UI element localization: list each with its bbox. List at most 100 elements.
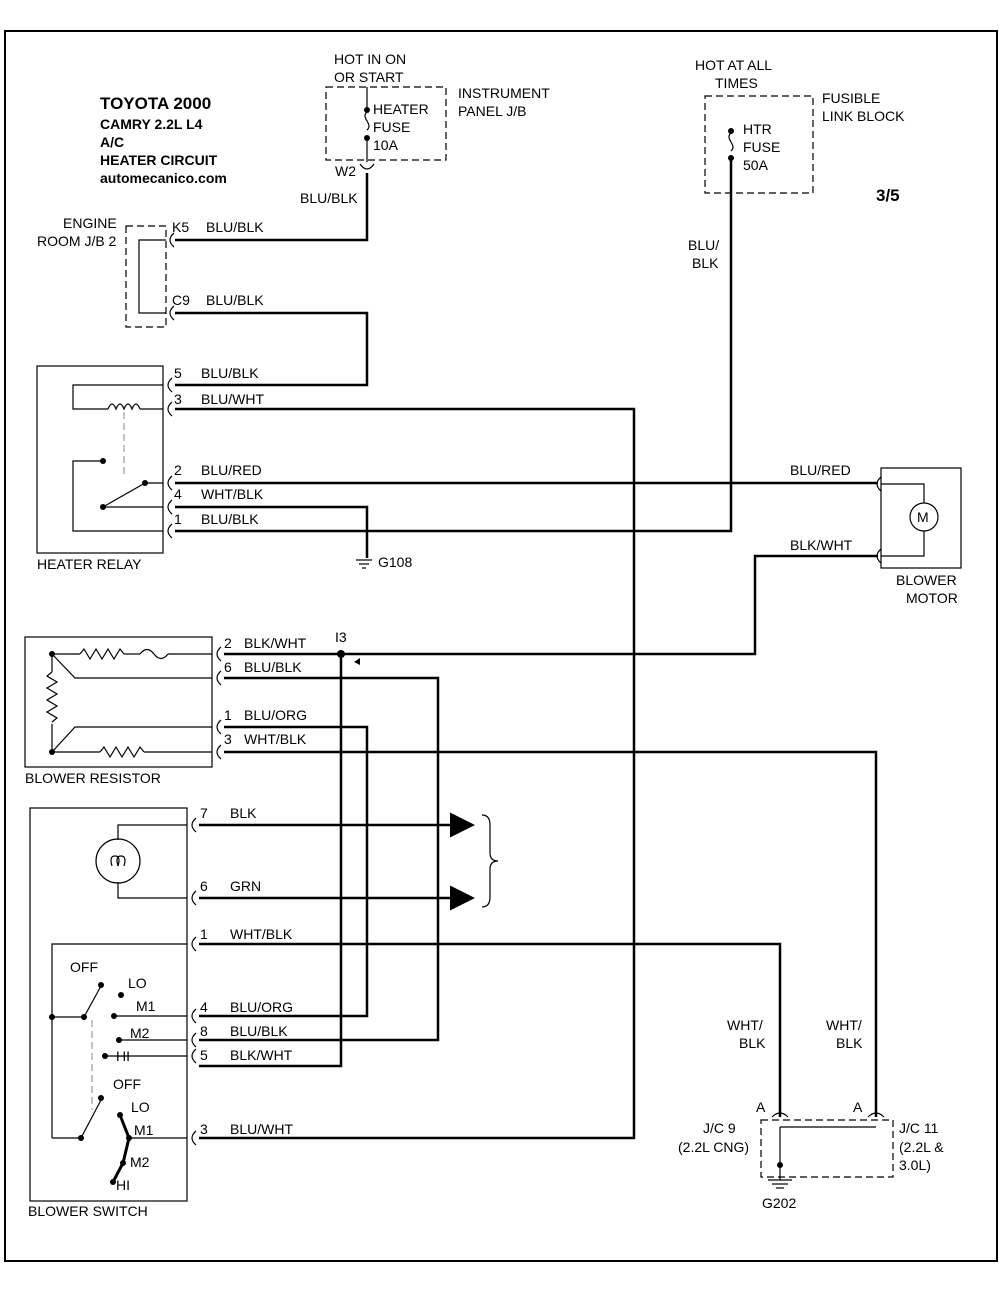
pin-k5: K5 (172, 219, 189, 235)
blower-switch: BLOWER SWITCH OFF LO M1 M2 HI (28, 805, 499, 1219)
pin: 4 (174, 486, 182, 502)
wire-resistor3-jc11 (224, 750, 878, 1117)
wire: BLK/WHT (244, 635, 307, 651)
wire-label: BLU/BLK (300, 190, 358, 206)
wire-relay4-ground (175, 505, 369, 558)
fuse-label-3: 10A (373, 137, 399, 153)
pos-hi: HI (116, 1048, 130, 1064)
wire-switch1-jc9 (199, 942, 782, 1117)
pos-m1: M1 (134, 1122, 154, 1138)
wire: BLU/BLK (201, 365, 259, 381)
wire-left-2: BLK (739, 1035, 766, 1051)
wire: WHT/BLK (201, 486, 264, 502)
pin: 5 (174, 365, 182, 381)
jc11-label-3: 3.0L) (899, 1157, 931, 1173)
motor-label-2: MOTOR (906, 590, 958, 606)
wire-relay3-switch3 (175, 407, 636, 1140)
brace-icon (481, 814, 499, 908)
pos-m2: M2 (130, 1025, 150, 1041)
coil-icon (107, 403, 141, 411)
wire-right-2: BLK (836, 1035, 863, 1051)
fuse-label-1: HTR (743, 121, 772, 137)
pin: 2 (174, 462, 182, 478)
connector-icon (359, 163, 375, 170)
fuse-icon (364, 111, 370, 131)
fuse-label-2: FUSE (373, 119, 410, 135)
jb-label-1: ENGINE (63, 215, 117, 231)
wire-right-1: WHT/ (826, 1017, 862, 1033)
wire-label-1: BLU/ (688, 237, 719, 253)
hot-label-1: HOT AT ALL (695, 57, 772, 73)
wire-label-2: BLK (692, 255, 719, 271)
motor-symbol: M (917, 509, 929, 525)
wire-label-1: BLU/RED (790, 462, 851, 478)
jc9-label-2: (2.2L CNG) (678, 1139, 749, 1155)
thermal-fuse-icon (139, 648, 169, 660)
jc9-label-1: J/C 9 (703, 1120, 736, 1136)
pos-m1: M1 (136, 998, 156, 1014)
page-border (4, 30, 998, 1262)
fuse-label-2: FUSE (743, 139, 780, 155)
blower-resistor: BLOWER RESISTOR 2 BLK/WHT 6 BLU/BLK 1 BL… (24, 629, 360, 786)
relay-label: HEATER RELAY (37, 556, 142, 572)
ip-jb-label-1: INSTRUMENT (458, 85, 550, 101)
wires (175, 160, 878, 1140)
pin: 2 (224, 635, 232, 651)
wire: BLU/ORG (230, 999, 293, 1015)
wire: BLU/RED (201, 462, 262, 478)
switch-box (29, 807, 188, 1202)
ip-jb-label-2: PANEL J/B (458, 103, 526, 119)
title-line-1: TOYOTA 2000 (100, 94, 211, 113)
pin-a1: A (756, 1099, 766, 1115)
pin: 5 (200, 1047, 208, 1063)
title-line-3: A/C (100, 134, 124, 150)
jb-box (125, 225, 167, 328)
motor-box (880, 467, 962, 569)
jb-label-2: ROOM J/B 2 (37, 233, 117, 249)
wire: GRN (230, 878, 261, 894)
pos-hi: HI (116, 1177, 130, 1193)
pin: 7 (200, 805, 208, 821)
wire-motor-resistor2 (224, 554, 878, 656)
fuse-label-3: 50A (743, 157, 769, 173)
hot-label-1: HOT IN ON (334, 51, 406, 67)
wire: WHT/BLK (230, 926, 293, 942)
pin: 1 (224, 707, 232, 723)
wire-resistor6-switch8 (199, 676, 440, 1042)
pos-off: OFF (113, 1076, 141, 1092)
fusible-label-2: LINK BLOCK (822, 108, 905, 124)
wire: BLU/BLK (230, 1023, 288, 1039)
pin: 6 (200, 878, 208, 894)
wire-c9: BLU/BLK (206, 292, 264, 308)
relay-box (36, 365, 164, 554)
pin: 4 (200, 999, 208, 1015)
heater-relay: HEATER RELAY 5 BLU/BLK 3 BLU/WHT 2 BLU/R… (36, 365, 412, 572)
pin: 6 (224, 659, 232, 675)
relay-switch-icon (102, 482, 146, 508)
pin: 3 (174, 391, 182, 407)
fuse-icon (728, 132, 734, 152)
pin: 3 (200, 1121, 208, 1137)
hot-label-2: OR START (334, 69, 404, 85)
motor-label-1: BLOWER (896, 572, 957, 588)
wire: BLK/WHT (230, 1047, 293, 1063)
title-line-4: HEATER CIRCUIT (100, 152, 218, 168)
resistor-box (24, 636, 213, 768)
fusible-link-block: HOT AT ALL TIMES FUSIBLE LINK BLOCK HTR … (688, 57, 905, 271)
jc-box (760, 1119, 894, 1178)
wire: BLU/WHT (230, 1121, 293, 1137)
wire-w2-k5 (175, 173, 369, 242)
ground-g108: G108 (378, 554, 412, 570)
resistor-icon (79, 647, 125, 661)
junction-connectors: WHT/ BLK WHT/ BLK A A J/C 9 (2.2L CNG) J… (678, 1017, 944, 1211)
fusible-box (704, 95, 814, 194)
ip-jb-box (325, 86, 447, 161)
lamp-icon (95, 838, 141, 884)
blower-motor: M BLU/RED BLK/WHT BLOWER MOTOR (790, 462, 962, 606)
wire: BLU/ORG (244, 707, 307, 723)
pin-a2: A (853, 1099, 863, 1115)
hot-label-2: TIMES (715, 75, 758, 91)
pin: 8 (200, 1023, 208, 1039)
wire: WHT/BLK (244, 731, 307, 747)
